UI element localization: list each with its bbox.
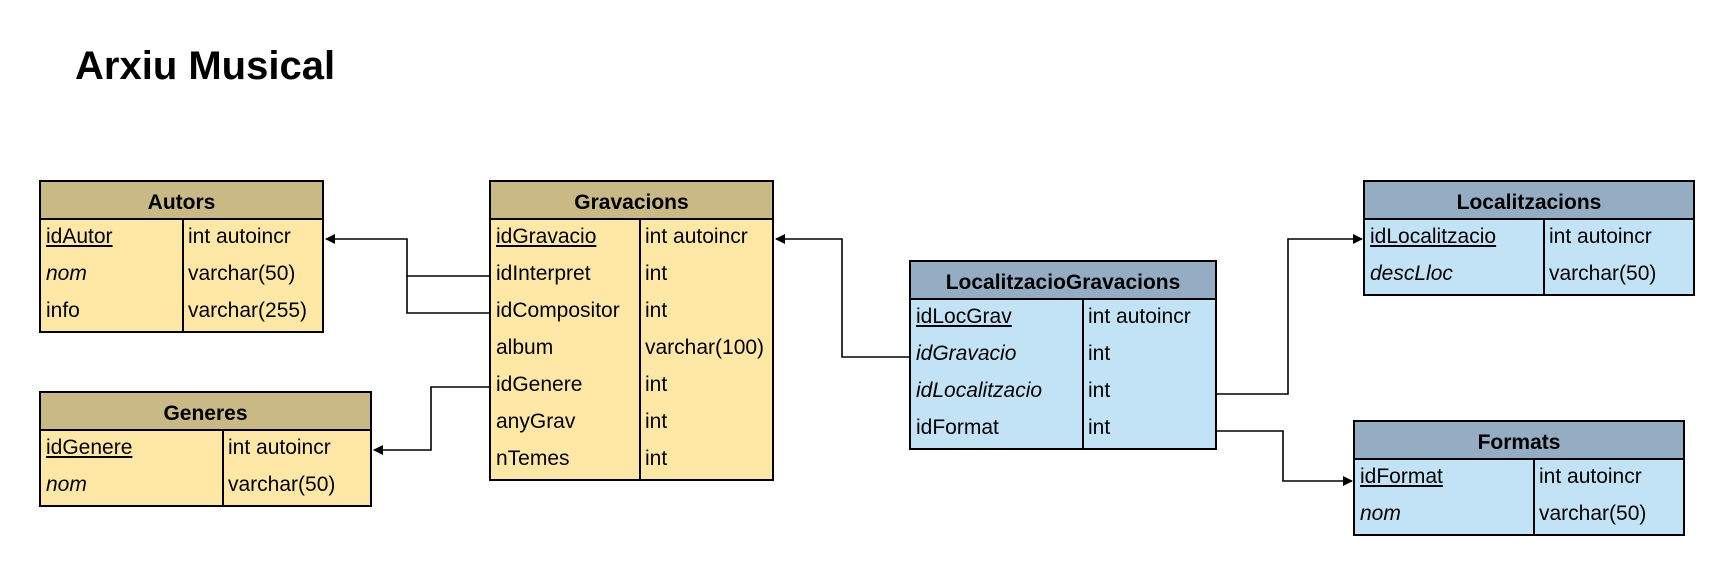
field-name: descLloc bbox=[1370, 262, 1453, 285]
field-row: idCompositor int bbox=[491, 294, 772, 331]
field-type: varchar(50) bbox=[188, 262, 296, 285]
table-localitzacions[interactable]: Localitzacions idLocalitzacio int autoinc… bbox=[1363, 180, 1695, 296]
field-name: idLocalitzacio bbox=[916, 379, 1043, 402]
table-formats[interactable]: Formats idFormat int autoincr nom varchar(… bbox=[1353, 420, 1685, 536]
field-row: descLloc varchar(50) bbox=[1365, 257, 1693, 294]
field-name: idFormat bbox=[1360, 465, 1443, 488]
field-row: idFormat int bbox=[911, 411, 1215, 448]
field-name: idGenere bbox=[46, 436, 133, 459]
field-name: nTemes bbox=[496, 447, 570, 470]
table-header: Formats bbox=[1355, 422, 1683, 460]
field-row: idGravacio int autoincr bbox=[491, 220, 772, 257]
field-name: idAutor bbox=[46, 225, 113, 248]
field-type: int autoincr bbox=[188, 225, 291, 248]
field-row: idLocalitzacio int bbox=[911, 374, 1215, 411]
field-row: idGravacio int bbox=[911, 337, 1215, 374]
field-row: idInterpret int bbox=[491, 257, 772, 294]
field-type: int bbox=[645, 447, 668, 470]
field-name: idFormat bbox=[916, 416, 999, 439]
table-gravacions[interactable]: Gravacions idGravacio int autoincr idInte… bbox=[489, 180, 774, 481]
field-row: info varchar(255) bbox=[41, 294, 322, 331]
field-type: int autoincr bbox=[645, 225, 748, 248]
field-name: idGravacio bbox=[916, 342, 1017, 365]
connector-compositor-autors bbox=[406, 276, 491, 314]
table-header: LocalitzacioGravacions bbox=[911, 262, 1215, 300]
connector-gravacio-gravacions bbox=[775, 234, 910, 358]
field-type: varchar(50) bbox=[1549, 262, 1657, 285]
field-type: varchar(100) bbox=[645, 336, 765, 359]
field-row: nom varchar(50) bbox=[41, 257, 322, 294]
table-autors[interactable]: Autors idAutor int autoincr nom varchar(50… bbox=[39, 180, 324, 333]
field-row: idFormat int autoincr bbox=[1355, 460, 1683, 497]
field-type: int autoincr bbox=[1549, 225, 1652, 248]
table-localitzacio-gravacions[interactable]: LocalitzacioGravacions idLocGrav int auto… bbox=[909, 260, 1217, 450]
field-row: idGenere int bbox=[491, 368, 772, 405]
field-row: idLocalitzacio int autoincr bbox=[1365, 220, 1693, 257]
field-name: nom bbox=[46, 262, 87, 285]
field-row: anyGrav int bbox=[491, 405, 772, 442]
field-type: int bbox=[645, 299, 668, 322]
field-row: idLocGrav int autoincr bbox=[911, 300, 1215, 337]
connector-genere-generes bbox=[373, 386, 491, 455]
table-header: Autors bbox=[41, 182, 322, 220]
table-header: Generes bbox=[41, 393, 370, 431]
table-header: Gravacions bbox=[491, 182, 772, 220]
field-name: idGravacio bbox=[496, 225, 597, 248]
field-name: nom bbox=[46, 473, 87, 496]
field-name: idLocalitzacio bbox=[1370, 225, 1497, 248]
table-header: Localitzacions bbox=[1365, 182, 1693, 220]
field-type: int bbox=[645, 262, 668, 285]
field-row: idGenere int autoincr bbox=[41, 431, 370, 468]
table-generes[interactable]: Generes idGenere int autoincr nom varchar(… bbox=[39, 391, 372, 507]
field-type: int bbox=[1088, 416, 1111, 439]
field-type: varchar(255) bbox=[188, 299, 308, 322]
field-name: idLocGrav bbox=[916, 305, 1012, 328]
field-type: int bbox=[645, 410, 668, 433]
field-name: idGenere bbox=[496, 373, 583, 396]
field-row: idAutor int autoincr bbox=[41, 220, 322, 257]
connector-format-formats bbox=[1216, 430, 1353, 486]
field-row: nTemes int bbox=[491, 442, 772, 479]
diagram-title: Arxiu Musical bbox=[75, 44, 336, 88]
field-name: nom bbox=[1360, 502, 1401, 525]
field-type: int bbox=[1088, 342, 1111, 365]
field-row: nom varchar(50) bbox=[1355, 497, 1683, 534]
field-type: int bbox=[645, 373, 668, 396]
field-name: album bbox=[496, 336, 554, 359]
field-type: int autoincr bbox=[228, 436, 331, 459]
field-name: info bbox=[46, 299, 80, 322]
field-type: int autoincr bbox=[1539, 465, 1642, 488]
field-row: album varchar(100) bbox=[491, 331, 772, 368]
connector-localitzacio-localitzacions bbox=[1216, 234, 1363, 395]
field-type: int autoincr bbox=[1088, 305, 1191, 328]
field-type: varchar(50) bbox=[228, 473, 336, 496]
field-name: idCompositor bbox=[496, 299, 620, 322]
field-type: varchar(50) bbox=[1539, 502, 1647, 525]
field-type: int bbox=[1088, 379, 1111, 402]
field-name: idInterpret bbox=[496, 262, 591, 285]
field-row: nom varchar(50) bbox=[41, 468, 370, 505]
field-name: anyGrav bbox=[496, 410, 576, 433]
connector-interpret-autors bbox=[325, 234, 491, 277]
